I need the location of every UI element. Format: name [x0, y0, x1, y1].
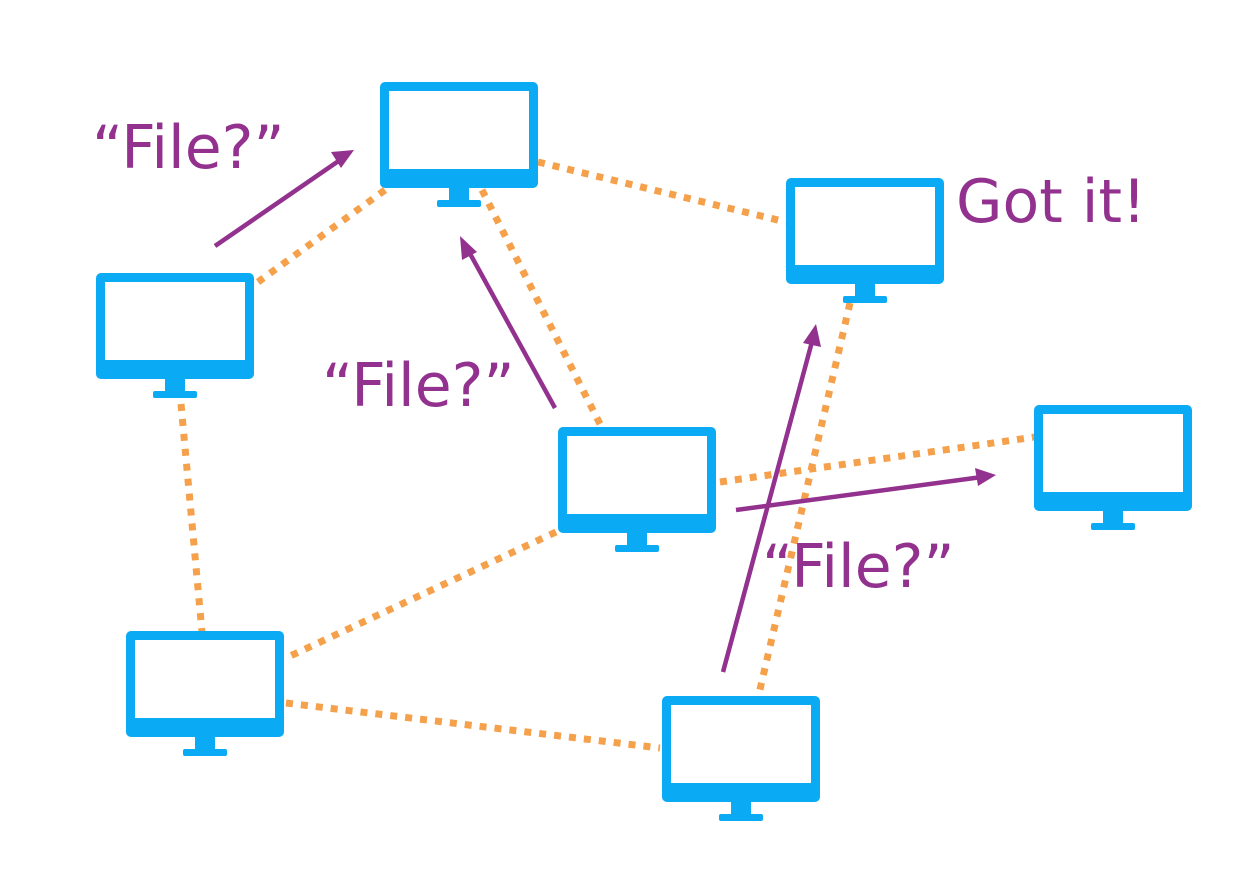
monitor-screen	[1043, 414, 1183, 492]
monitor-base	[153, 391, 197, 398]
desktop-computer-icon	[786, 178, 944, 303]
query-label-top-left: “File?”	[92, 113, 285, 183]
monitor-screen	[135, 640, 275, 718]
query-arrow-center-to-top	[466, 248, 557, 410]
monitor-neck	[627, 533, 647, 547]
query-arrowheads	[331, 150, 996, 486]
desktop-computer-icon	[558, 427, 716, 552]
monitor-neck	[165, 379, 185, 393]
query-label-bottom-right: “File?”	[762, 532, 955, 602]
query-arrow-left-to-top	[213, 158, 342, 248]
link-center-to-bottom-left	[284, 528, 558, 662]
monitor-neck	[195, 737, 215, 751]
desktop-computer-icon	[1034, 405, 1192, 530]
monitor-neck	[449, 188, 469, 202]
monitor-screen	[671, 705, 811, 783]
monitor-screen	[567, 436, 707, 514]
monitor-neck	[855, 284, 875, 298]
desktop-computer-icon	[380, 82, 538, 207]
desktop-computer-icon	[126, 631, 284, 756]
monitor-screen	[795, 187, 935, 265]
monitor-base	[183, 749, 227, 756]
found-label: Got it!	[956, 167, 1147, 237]
query-arrow-center-to-right	[735, 474, 983, 513]
link-left-to-bottom-left	[177, 403, 206, 633]
monitor-screen	[389, 91, 529, 169]
desktop-computer-icon	[96, 273, 254, 398]
monitor-base	[615, 545, 659, 552]
arrowhead-left-to-top	[331, 150, 354, 168]
query-arrow-bottom-to-upper-right	[720, 337, 816, 673]
query-arrows	[213, 158, 983, 673]
monitor-neck	[731, 802, 751, 816]
monitor-base	[843, 296, 887, 303]
arrowhead-center-to-top	[460, 236, 477, 260]
monitor-base	[1091, 523, 1135, 530]
monitor-base	[437, 200, 481, 207]
desktop-computer-icon	[662, 696, 820, 821]
arrowhead-center-to-right	[975, 468, 996, 486]
monitor-neck	[1103, 511, 1123, 525]
link-bottom-left-to-bottom-right	[285, 699, 661, 752]
computer-nodes	[96, 82, 1192, 821]
monitor-screen	[105, 282, 245, 360]
monitor-base	[719, 814, 763, 821]
query-label-center: “File?”	[322, 351, 515, 421]
link-top-to-left	[255, 187, 388, 285]
network-links	[177, 158, 1036, 752]
arrowhead-bottom-to-upper-right	[803, 324, 821, 347]
link-top-to-upper-right	[537, 158, 787, 226]
